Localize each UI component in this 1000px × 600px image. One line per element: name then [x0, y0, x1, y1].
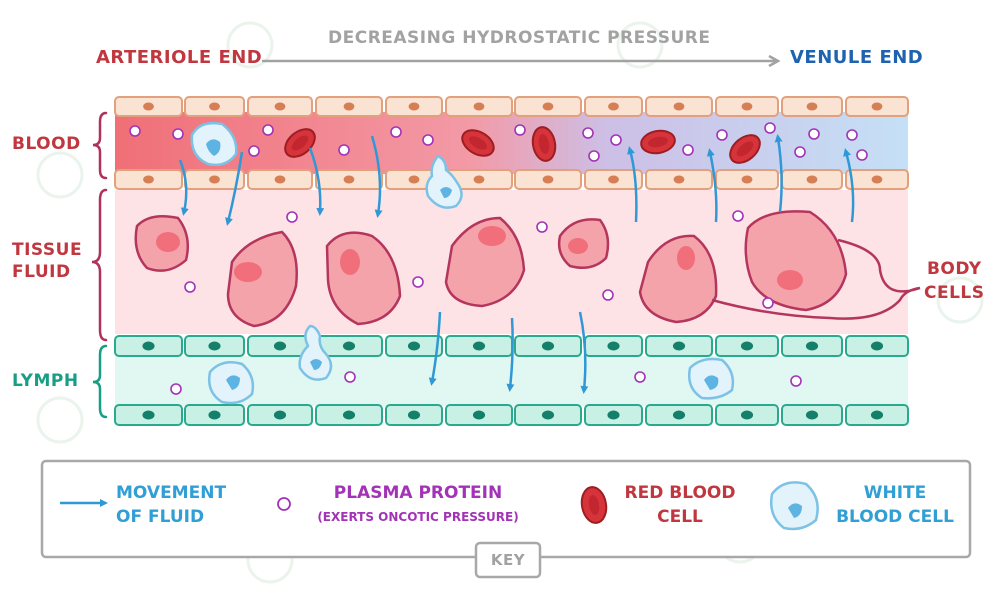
vessel-wall-nucleus — [473, 175, 485, 184]
vessel-wall-nucleus — [408, 102, 420, 111]
vessel-wall-nucleus — [143, 102, 154, 111]
vessel-wall-nucleus — [542, 102, 554, 111]
arteriole-end-label: ARTERIOLE END — [96, 47, 263, 68]
key-movement-line1: MOVEMENT — [116, 483, 227, 503]
vessel-wall-nucleus — [673, 175, 685, 184]
vessel-wall-nucleus — [142, 341, 155, 351]
key-movement-label: MOVEMENT OF FLUID — [116, 481, 226, 529]
region-brackets — [91, 111, 108, 342]
vessel-wall-nucleus — [607, 341, 620, 351]
vessel-wall-nucleus — [806, 175, 818, 184]
vessel-wall-nucleus — [805, 410, 819, 420]
vessel-wall-nucleus — [541, 410, 555, 420]
white-blood-cells — [190, 121, 735, 405]
vessel-wall-nucleus — [740, 410, 754, 420]
body-cell-nuclei — [156, 226, 803, 290]
vessel-wall-nucleus — [343, 175, 355, 184]
tissue-fluid-label: TISSUE FLUID — [12, 239, 82, 283]
plasma-proteins — [129, 122, 868, 395]
key-wbc-line1: WHITE — [863, 483, 927, 503]
vessel-wall-nucleus — [142, 410, 155, 420]
vessel-wall-nucleus — [473, 102, 485, 111]
vessel-wall-nucleus — [274, 175, 286, 184]
vessel-wall-nucleus — [871, 175, 883, 184]
body-cells-label: BODY CELLS — [924, 257, 985, 305]
endothelial-cells-top — [114, 96, 909, 117]
vessel-wall-nucleus — [741, 102, 753, 111]
body-cells-label-line2: CELLS — [924, 283, 985, 303]
tissue-fluid-label-line1: TISSUE — [12, 240, 83, 260]
key-plasma-line2: (EXERTS ONCOTIC PRESSURE) — [317, 510, 519, 524]
key-title-box — [474, 541, 542, 579]
vessel-wall-nucleus — [672, 410, 686, 420]
white-blood-cell-icon — [770, 481, 819, 531]
vessel-wall-nucleus — [407, 341, 421, 351]
vessel-wall-nucleus — [342, 341, 356, 351]
blood-vessel — [114, 96, 909, 190]
lymph-bracket — [92, 344, 108, 419]
fluid-movement-arrows — [178, 134, 855, 394]
vessel-wall-nucleus — [607, 410, 620, 420]
key-title: KEY — [490, 551, 526, 569]
key-plasma-label: PLASMA PROTEIN (EXERTS ONCOTIC PRESSURE) — [298, 481, 538, 529]
lymph-cells-top — [114, 335, 909, 357]
lymph-cells-bottom — [114, 404, 909, 426]
tissue-fluid-label-line2: FLUID — [12, 262, 71, 282]
vessel-wall-nucleus — [407, 410, 421, 420]
vessel-wall-nucleus — [273, 410, 287, 420]
vessel-wall-nucleus — [472, 410, 486, 420]
vessel-wall-nucleus — [273, 341, 287, 351]
vessel-wall-nucleus — [608, 102, 619, 111]
vessel-wall-nucleus — [805, 341, 819, 351]
key-movement-line2: OF FLUID — [116, 507, 205, 527]
key-plasma-line1: PLASMA PROTEIN — [333, 483, 503, 503]
key-rbc-label: RED BLOOD CELL — [620, 481, 740, 529]
vessel-wall-nucleus — [342, 410, 356, 420]
vessel-wall-nucleus — [870, 341, 884, 351]
vessel-wall-nucleus — [741, 175, 753, 184]
key-rbc-line2: CELL — [657, 507, 703, 527]
key-wbc-label: WHITE BLOOD CELL — [830, 481, 960, 529]
vessel-wall-nucleus — [408, 175, 420, 184]
vessel-wall-nucleus — [274, 102, 286, 111]
key-wbc-line2: BLOOD CELL — [836, 507, 954, 527]
vessel-wall-nucleus — [806, 102, 818, 111]
vessel-wall-nucleus — [740, 341, 754, 351]
vessel-wall-nucleus — [143, 175, 154, 184]
vessel-wall-nucleus — [870, 410, 884, 420]
venule-end-label: VENULE END — [790, 47, 924, 68]
pressure-label: DECREASING HYDROSTATIC PRESSURE — [328, 28, 711, 48]
vessel-wall-nucleus — [672, 341, 686, 351]
vessel-wall-nucleus — [472, 341, 486, 351]
vessel-wall-nucleus — [542, 175, 554, 184]
vessel-wall-nucleus — [343, 102, 355, 111]
vessel-wall-nucleus — [208, 341, 221, 351]
lymph-label: LYMPH — [12, 371, 79, 391]
white-blood-cell-nuclei — [206, 139, 719, 390]
body-cells-pointer — [711, 238, 921, 320]
vessel-wall-nucleus — [541, 341, 555, 351]
body-cells-label-line1: BODY — [926, 259, 982, 279]
endothelial-cells-bottom — [114, 169, 909, 190]
vessel-wall-nucleus — [209, 175, 220, 184]
vessel-wall-nucleus — [673, 102, 685, 111]
vessel-wall-nucleus — [208, 410, 221, 420]
plasma-protein-icon — [277, 497, 291, 511]
red-blood-cells — [284, 126, 761, 164]
vessel-wall-nucleus — [209, 102, 220, 111]
vessel-wall-nucleus — [608, 175, 619, 184]
key-rbc-line1: RED BLOOD — [624, 483, 736, 503]
vessel-wall-nucleus — [871, 102, 883, 111]
blood-label: BLOOD — [12, 134, 81, 154]
